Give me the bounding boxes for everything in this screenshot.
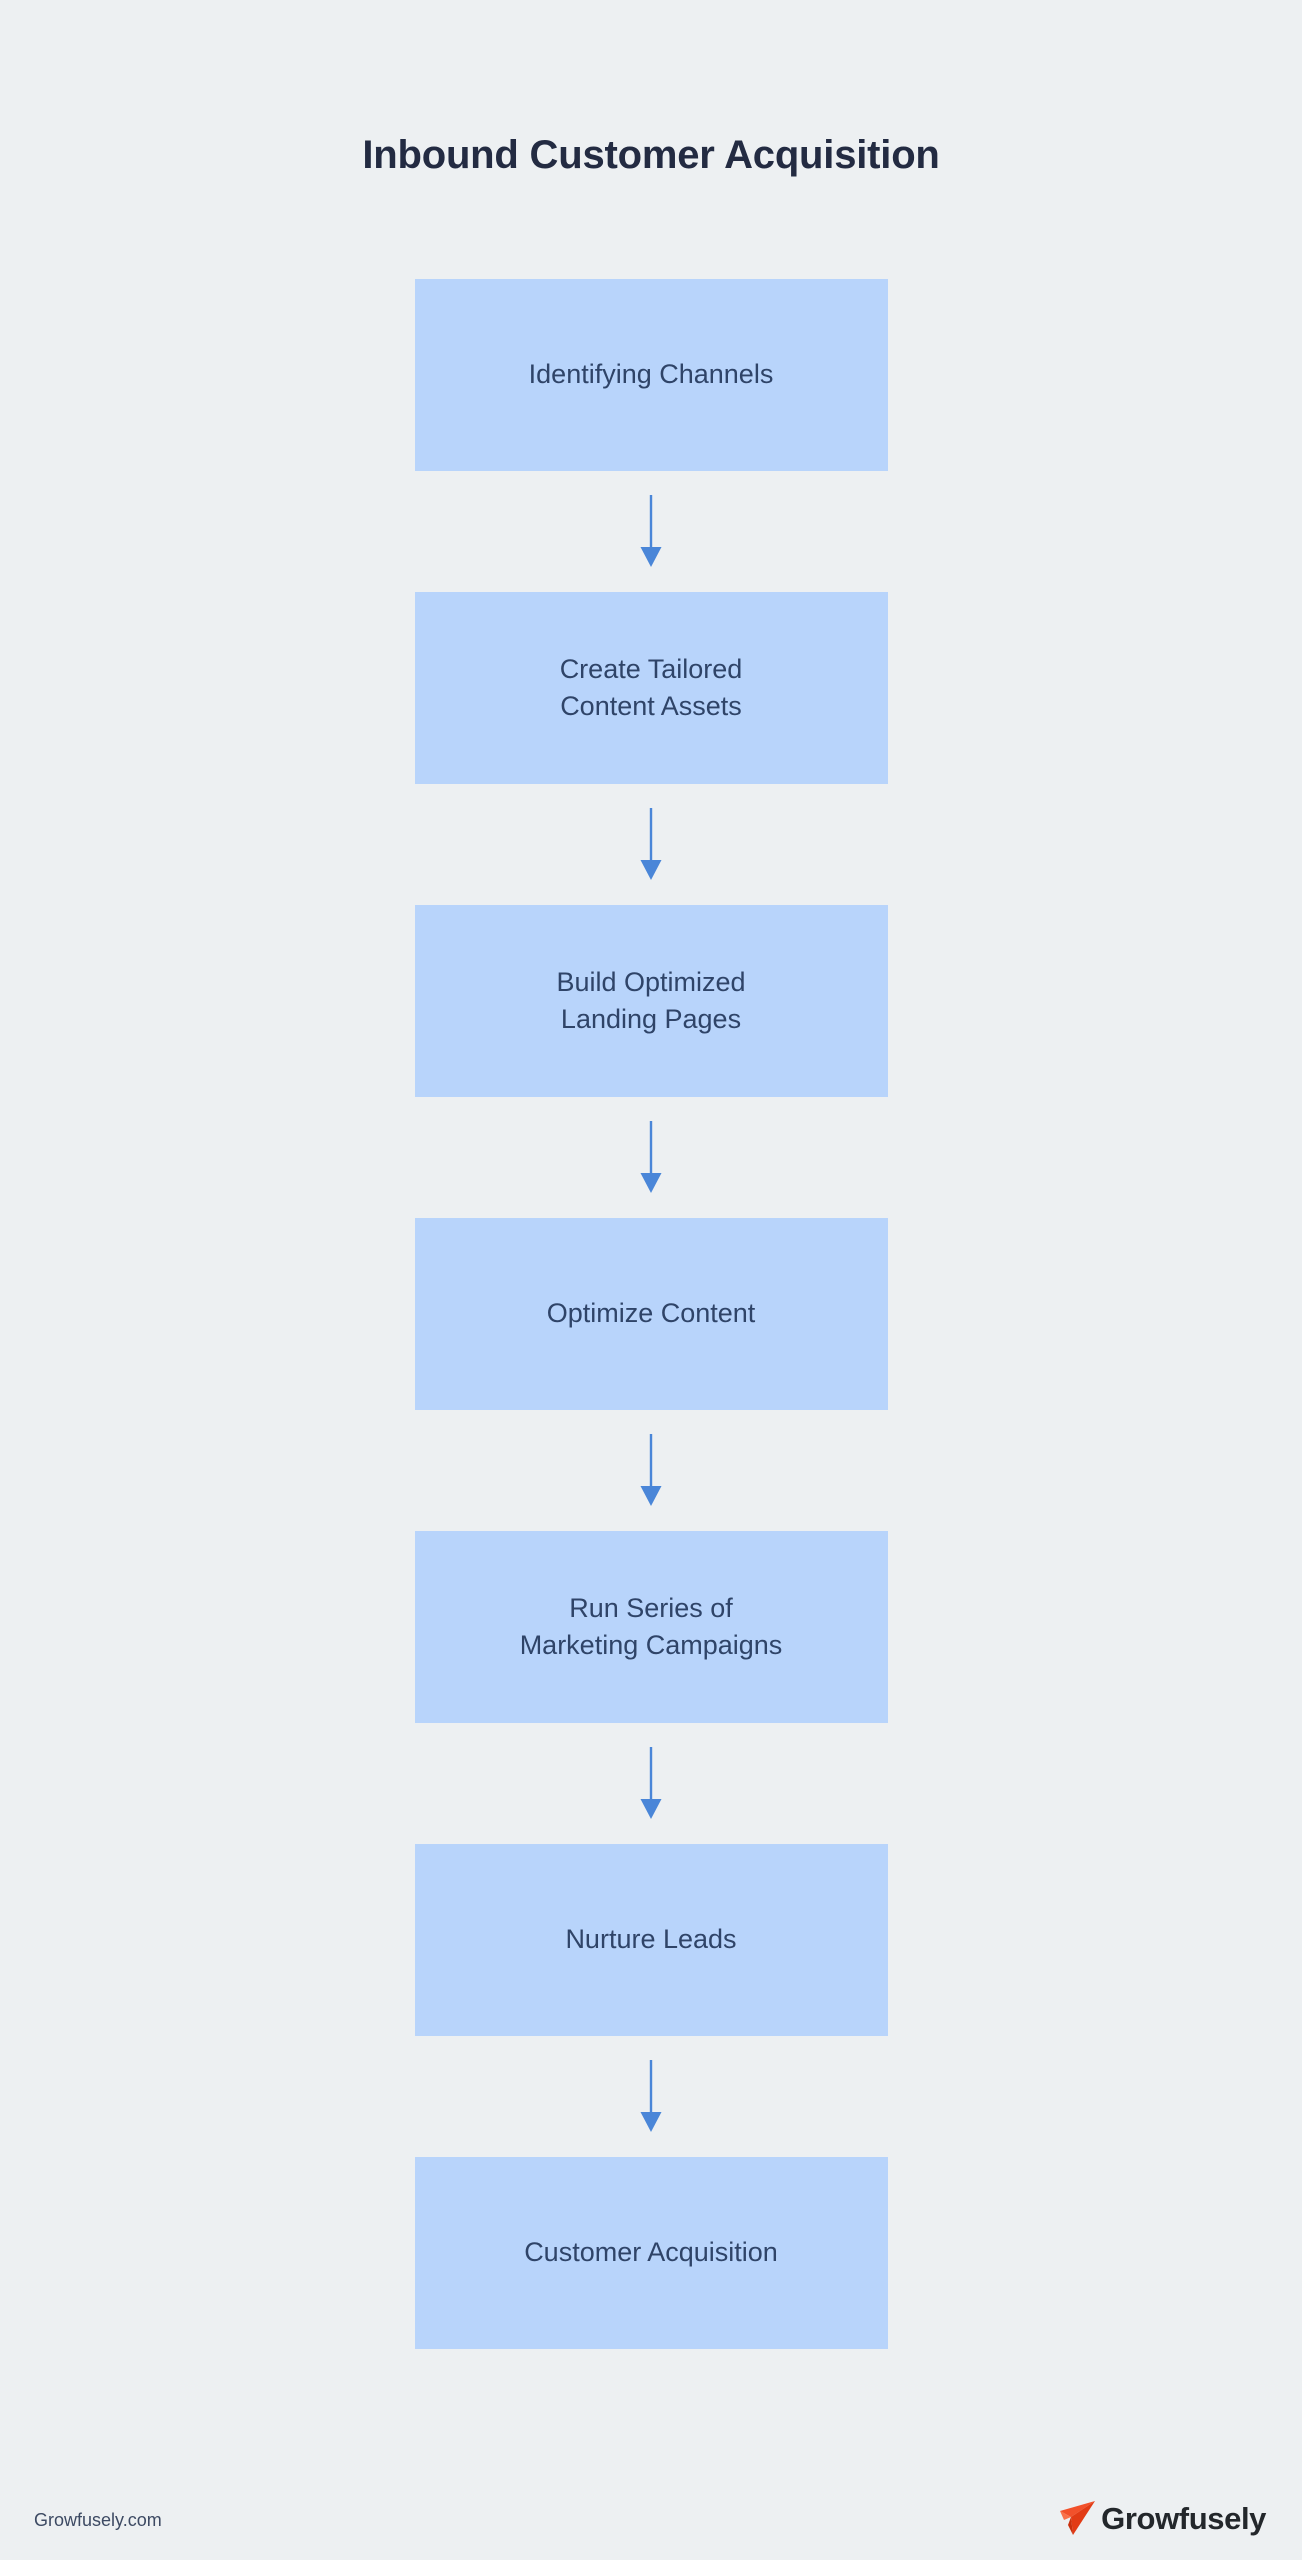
flow-node-optimize-content: Optimize Content xyxy=(414,1218,888,1410)
flow-node-label: Run Series of Marketing Campaigns xyxy=(519,1592,783,1660)
flowchart: Identifying Channels Create Tailored Con… xyxy=(0,279,1302,2349)
flow-node-label: Identifying Channels xyxy=(528,359,774,390)
flow-node-nurture-leads: Nurture Leads xyxy=(414,1844,888,2036)
arrow-down-icon xyxy=(640,1433,662,1506)
flow-node-customer-acquisition: Customer Acquisition xyxy=(414,2157,888,2349)
flow-connector-6 xyxy=(415,2036,888,2157)
flow-connector-5 xyxy=(415,1723,888,1844)
brand-logo: Growfusely xyxy=(1055,2498,1266,2538)
flow-node-label: Nurture Leads xyxy=(565,1924,737,1955)
arrow-down-icon xyxy=(640,494,662,567)
flow-connector-3 xyxy=(415,1097,888,1218)
flow-connector-4 xyxy=(415,1410,888,1531)
arrow-down-icon xyxy=(640,1746,662,1819)
brand-name: Growfusely xyxy=(1101,2500,1266,2536)
flow-node-build-optimized-landing-pages: Build Optimized Landing Pages xyxy=(414,905,888,1097)
arrow-down-icon xyxy=(640,1120,662,1193)
flow-node-label: Customer Acquisition xyxy=(524,2237,778,2268)
page-title: Inbound Customer Acquisition xyxy=(362,132,940,177)
flow-connector-1 xyxy=(415,471,888,592)
arrow-down-icon xyxy=(640,807,662,880)
flow-node-label: Build Optimized Landing Pages xyxy=(556,966,746,1034)
flow-node-identifying-channels: Identifying Channels xyxy=(414,279,888,471)
flow-connector-2 xyxy=(415,784,888,905)
footer-website-url: Growfusely.com xyxy=(34,2510,162,2530)
arrow-down-icon xyxy=(640,2059,662,2132)
flow-node-run-series-of-marketing-campaigns: Run Series of Marketing Campaigns xyxy=(414,1531,888,1723)
flow-node-label: Create Tailored Content Assets xyxy=(559,653,743,721)
paper-plane-icon xyxy=(1060,2501,1096,2535)
flow-node-create-tailored-content-assets: Create Tailored Content Assets xyxy=(414,592,888,784)
flow-node-label: Optimize Content xyxy=(546,1298,756,1329)
